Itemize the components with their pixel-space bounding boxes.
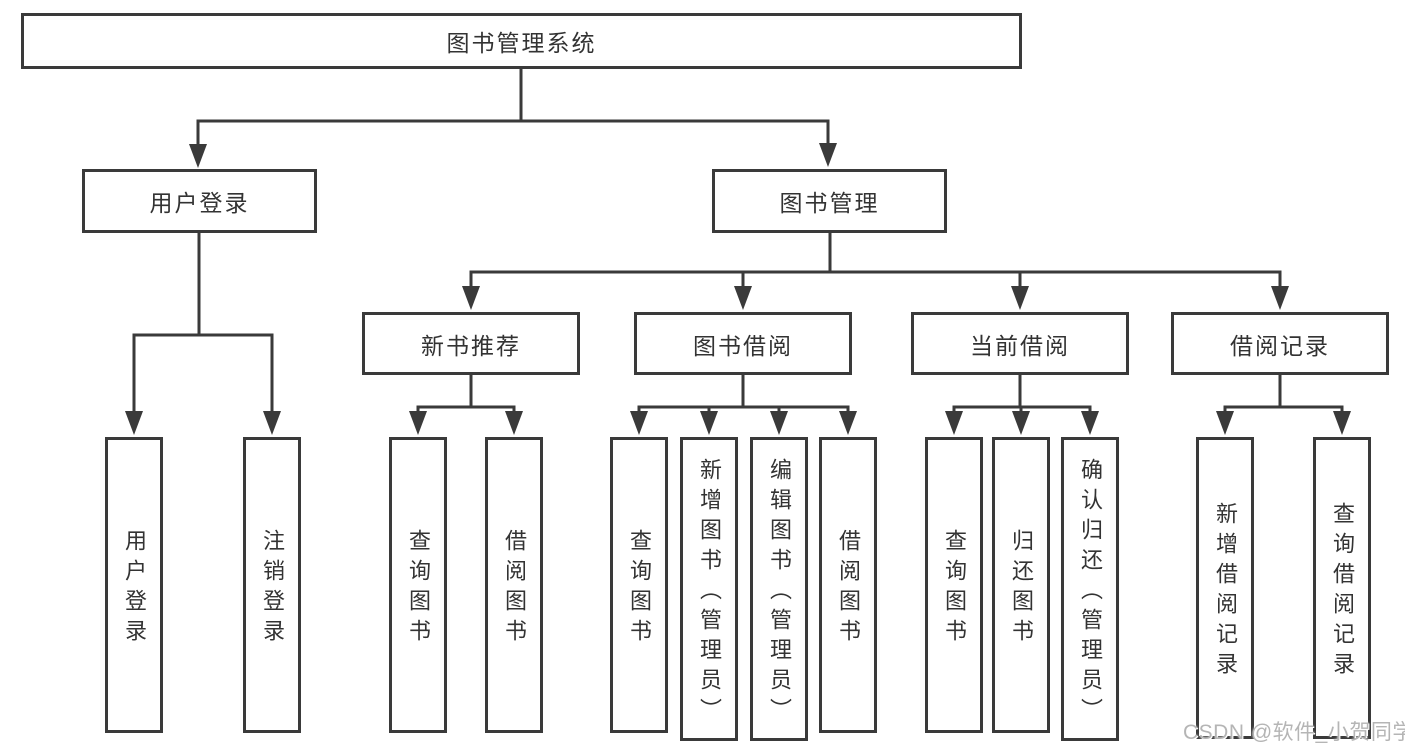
node-borrow-records-label: 借阅记录 [1230, 332, 1330, 359]
leaf-query-books-current-label: 查询图书 [942, 529, 967, 649]
leaf-query-books-borrow-label: 查询图书 [627, 529, 652, 649]
leaf-borrow-books-label: 借阅图书 [836, 529, 861, 649]
leaf-return-book: 归还图书 [992, 437, 1050, 733]
node-book-borrow-label: 图书借阅 [693, 332, 793, 359]
node-book-management-label: 图书管理 [779, 190, 880, 216]
node-user-login: 用户登录 [82, 169, 317, 233]
leaf-add-borrow-record-label: 新增借阅记录 [1213, 502, 1238, 682]
leaf-logout-label: 注销登录 [260, 529, 285, 649]
leaf-logout: 注销登录 [243, 437, 301, 733]
leaf-query-books-recommend-label: 查询图书 [406, 529, 431, 649]
node-user-login-label: 用户登录 [149, 190, 250, 216]
leaf-add-borrow-record: 新增借阅记录 [1196, 437, 1254, 739]
leaf-borrow-books: 借阅图书 [819, 437, 877, 733]
leaf-borrow-books-recommend: 借阅图书 [485, 437, 543, 733]
leaf-borrow-books-recommend-label: 借阅图书 [502, 529, 527, 649]
leaf-query-borrow-record-label: 查询借阅记录 [1330, 502, 1355, 682]
leaf-query-books-current: 查询图书 [925, 437, 983, 733]
leaf-query-books-recommend: 查询图书 [389, 437, 447, 733]
leaf-user-login: 用户登录 [105, 437, 163, 733]
node-current-borrow-label: 当前借阅 [970, 332, 1070, 359]
leaf-query-borrow-record: 查询借阅记录 [1313, 437, 1371, 739]
node-new-book-recommend-label: 新书推荐 [421, 332, 521, 359]
leaf-edit-book-admin: 编辑图书（管理员） [750, 437, 808, 741]
leaf-add-book-admin: 新增图书（管理员） [680, 437, 738, 741]
node-root: 图书管理系统 [21, 13, 1022, 69]
leaf-user-login-label: 用户登录 [122, 529, 147, 649]
leaf-return-book-label: 归还图书 [1009, 529, 1034, 649]
leaf-add-book-admin-label: 新增图书（管理员） [697, 458, 722, 728]
node-new-book-recommend: 新书推荐 [362, 312, 580, 375]
leaf-confirm-return-admin-label: 确认归还（管理员） [1078, 458, 1103, 728]
node-root-label: 图书管理系统 [446, 30, 597, 56]
leaf-confirm-return-admin: 确认归还（管理员） [1061, 437, 1119, 741]
csdn-watermark: CSDN @软件_小贺同学 [1183, 721, 1405, 744]
node-book-borrow: 图书借阅 [634, 312, 852, 375]
leaf-query-books-borrow: 查询图书 [610, 437, 668, 733]
node-book-management: 图书管理 [712, 169, 947, 233]
node-borrow-records: 借阅记录 [1171, 312, 1389, 375]
node-current-borrow: 当前借阅 [911, 312, 1129, 375]
leaf-edit-book-admin-label: 编辑图书（管理员） [767, 458, 792, 728]
